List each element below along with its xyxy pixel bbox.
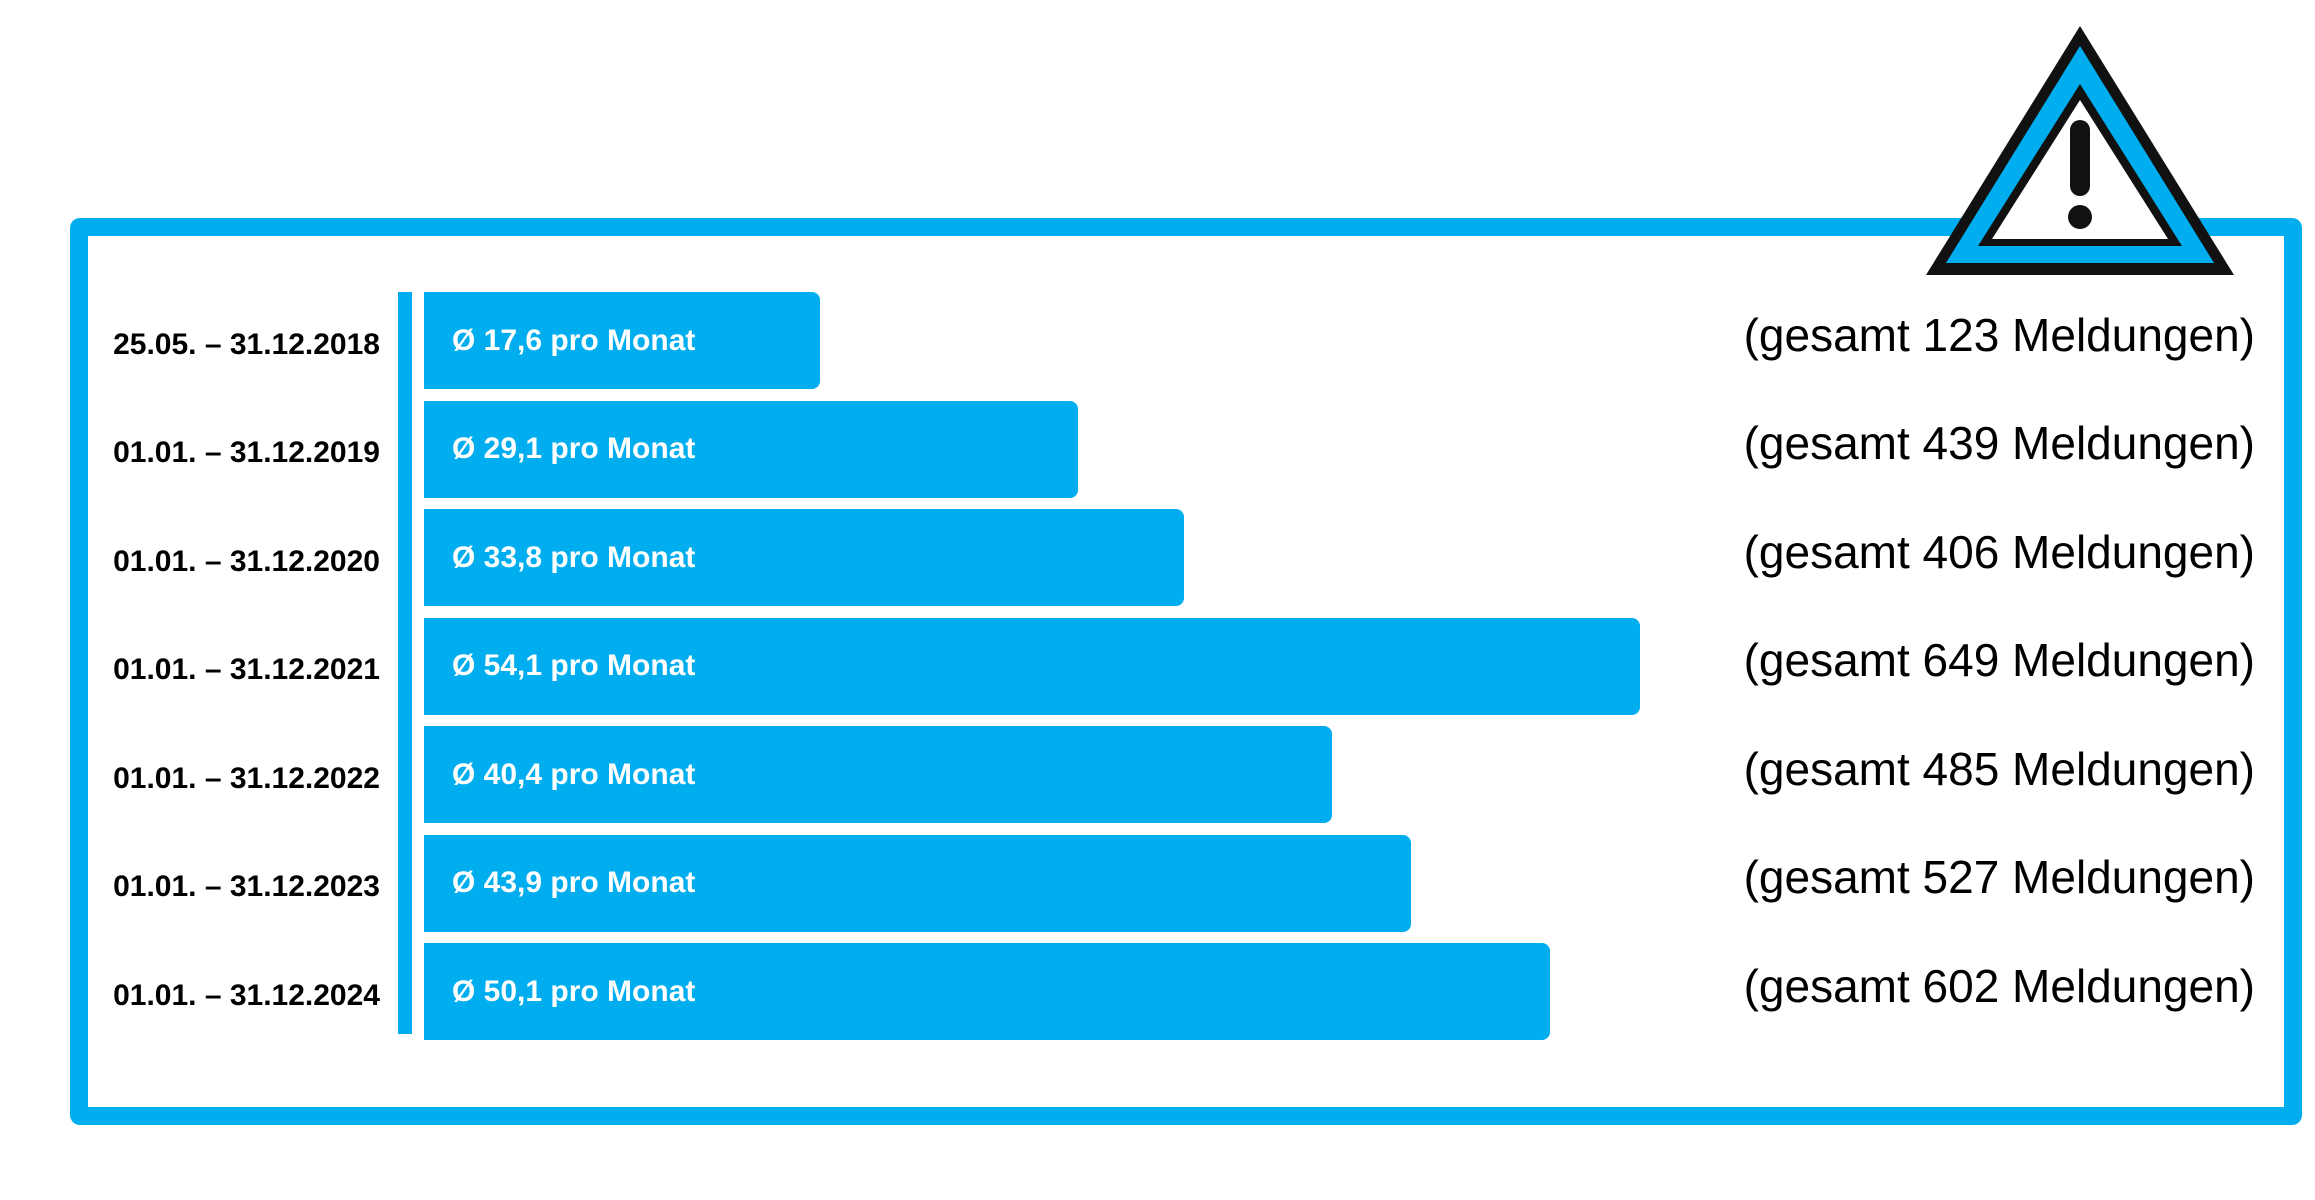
warning-triangle-icon	[1926, 26, 2234, 275]
total-reports-label: (gesamt 527 Meldungen)	[1743, 851, 2255, 903]
bar-value-label: Ø 54,1 pro Monat	[452, 649, 696, 682]
total-reports-label: (gesamt 602 Meldungen)	[1743, 959, 2255, 1012]
total-reports-label: (gesamt 439 Meldungen)	[1743, 417, 2255, 469]
bar: Ø 40,4 pro Monat	[424, 726, 1333, 823]
bar: Ø 17,6 pro Monat	[424, 292, 820, 389]
bar: Ø 50,1 pro Monat	[424, 943, 1551, 1040]
bar-value-label: Ø 29,1 pro Monat	[452, 432, 696, 465]
category-axis-line	[398, 292, 412, 1034]
period-label: 01.01. – 31.12.2019	[113, 436, 380, 469]
total-reports-label: (gesamt 123 Meldungen)	[1743, 308, 2255, 361]
total-reports-label: (gesamt 406 Meldungen)	[1743, 525, 2255, 578]
bar: Ø 54,1 pro Monat	[424, 617, 1640, 715]
period-label: 25.05. – 31.12.2018	[113, 327, 380, 361]
bar: Ø 33,8 pro Monat	[424, 509, 1184, 606]
bar-value-label: Ø 50,1 pro Monat	[452, 974, 696, 1008]
bar-value-label: Ø 40,4 pro Monat	[452, 757, 696, 791]
total-reports-label: (gesamt 485 Meldungen)	[1743, 742, 2255, 795]
bar-value-label: Ø 43,9 pro Monat	[452, 866, 696, 899]
total-reports-label: (gesamt 649 Meldungen)	[1743, 634, 2255, 686]
bar: Ø 29,1 pro Monat	[424, 400, 1079, 498]
period-label: 01.01. – 31.12.2022	[113, 761, 380, 795]
period-label: 01.01. – 31.12.2024	[113, 978, 380, 1012]
bar-value-label: Ø 17,6 pro Monat	[452, 323, 696, 357]
period-label: 01.01. – 31.12.2020	[113, 544, 380, 578]
period-label: 01.01. – 31.12.2021	[113, 653, 380, 686]
bar: Ø 43,9 pro Monat	[424, 834, 1411, 932]
bar-value-label: Ø 33,8 pro Monat	[452, 540, 696, 574]
period-label: 01.01. – 31.12.2023	[113, 870, 380, 903]
